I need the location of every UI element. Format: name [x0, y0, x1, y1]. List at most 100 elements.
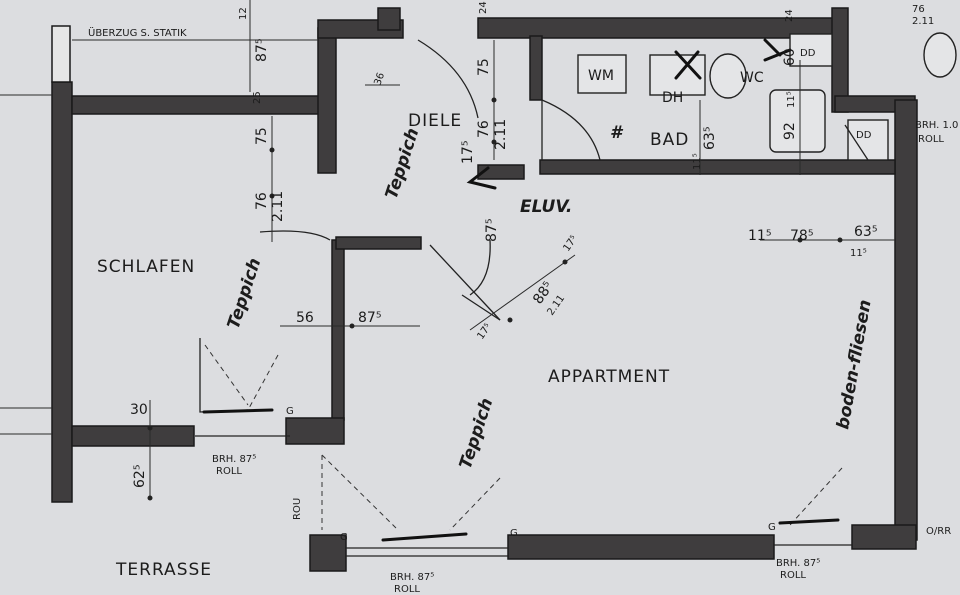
- schlafen-corner-pier: [285, 417, 345, 445]
- dim-dot: [507, 317, 513, 323]
- room-label-schlafen: SCHLAFEN: [97, 257, 195, 277]
- elv-wall: [477, 164, 525, 180]
- note-wm: WM: [588, 68, 614, 84]
- elv-arrow: [466, 166, 497, 190]
- bad-inner-wall: [529, 35, 543, 101]
- dim-label-175-entry: 17⁵: [561, 234, 580, 254]
- dim-label-875-entry: 87⁵: [484, 219, 500, 242]
- note-roll-schlafen: ROLL: [216, 466, 242, 477]
- dim-label-24-diele: 24: [478, 1, 489, 14]
- schlafen-window-pen: [199, 338, 249, 413]
- note-brh-schlafen: BRH. 87⁵: [212, 454, 256, 465]
- schlafen-window-swing: [204, 344, 279, 411]
- note-brh-terrasse: BRH. 87⁵: [390, 572, 434, 583]
- diele-west-wall: [317, 27, 337, 174]
- note-g-2: G: [510, 528, 518, 539]
- dim-label-115-east: 11⁵: [850, 248, 867, 259]
- schlafen-south-wall: [71, 425, 195, 447]
- dim-label-785: 78⁵: [790, 228, 813, 244]
- dim-label-211-schlafen: 2.11: [270, 191, 286, 222]
- dim-label-635-appartment: 63⁵: [854, 224, 877, 240]
- dim-label-115-bad-south: 11⁵: [692, 153, 703, 170]
- note-dd-1: DD: [800, 48, 816, 59]
- dim-label-60: 60: [782, 48, 798, 66]
- appartment-south-wall: [507, 534, 775, 560]
- note-g-1: G: [286, 406, 294, 417]
- appartment-window-bar: [778, 518, 840, 525]
- dim-dot: [147, 425, 153, 431]
- dim-dot: [562, 259, 568, 265]
- schlafen-north-wall: [71, 95, 333, 115]
- note-roll-appartment: ROLL: [780, 570, 806, 581]
- dim-dot: [491, 139, 497, 145]
- flooring-label-appartment: Teppich: [456, 396, 498, 472]
- dim-dot: [147, 495, 153, 501]
- bad-north-wall: [477, 17, 834, 39]
- room-label-appartment: APPARTMENT: [548, 367, 670, 387]
- dim-dot: [269, 147, 275, 153]
- door-swings: [259, 39, 601, 321]
- dim-label-76-schlafen: 76: [254, 192, 270, 210]
- dim-dot: [491, 97, 497, 103]
- dim-label-875-top: 87⁵: [254, 39, 270, 62]
- terrace-window-bar: [381, 532, 468, 542]
- cistern-mark: [763, 38, 792, 62]
- bad-south-wall: [539, 159, 896, 175]
- note-hash: #: [610, 123, 624, 143]
- entry-door-arc: [469, 239, 491, 296]
- washing-machine-outline: [577, 54, 627, 94]
- handwritten-marks: [466, 38, 869, 190]
- note-dd-2: DD: [856, 130, 872, 141]
- dim-label-75-schlafen: 75: [254, 127, 270, 145]
- note-dh: DH: [662, 90, 683, 106]
- appartment-window-swing-1: [449, 477, 501, 531]
- note-g-3: G: [768, 522, 776, 533]
- west-wall-top: [51, 25, 71, 83]
- dim-label-211-east: 2.11: [912, 16, 934, 27]
- note-wc: WC: [740, 70, 764, 86]
- window-swings: [195, 338, 852, 557]
- dimension-labels: 87⁵ 75 76 2.11 75 76 2.11 17⁵ 87⁵ 56 87⁵…: [130, 1, 934, 488]
- dim-label-115-appartment: 11⁵: [748, 228, 771, 244]
- room-label-terrasse: TERRASSE: [115, 560, 212, 580]
- dim-label-625: 62⁵: [132, 465, 148, 488]
- dim-label-115-bad: 11⁵: [786, 91, 797, 108]
- note-rr: O/RR: [926, 526, 951, 537]
- note-elv: ELUV.: [520, 197, 572, 217]
- washbasin-outline: [769, 89, 826, 153]
- neighbour-toilet: [923, 32, 957, 78]
- east-wall: [894, 99, 918, 541]
- toilet-bowl: [709, 53, 747, 99]
- dim-label-875-schlafen: 87⁵: [358, 310, 381, 326]
- dim-label-76-east: 76: [912, 4, 925, 15]
- terrace-door-swing: [321, 454, 397, 530]
- dim-dot: [797, 237, 803, 243]
- dim-label-36: 36: [372, 71, 387, 87]
- room-labels: SCHLAFEN DIELE BAD APPARTMENT TERRASSE: [97, 111, 688, 580]
- flooring-label-diele: Teppich: [382, 126, 424, 202]
- fixtures: [577, 32, 957, 161]
- room-label-diele: DIELE: [408, 111, 462, 131]
- entry-door-leaf: [429, 244, 501, 321]
- dim-label-635-bad: 63⁵: [702, 127, 718, 150]
- shower-cross: [674, 50, 702, 80]
- schlafen-east-wall: [331, 239, 345, 421]
- dim-label-25: 25: [252, 91, 263, 104]
- flooring-label-schlafen: Teppich: [224, 256, 266, 332]
- dim-label-75-diele: 75: [476, 58, 492, 76]
- note-rou: ROU: [292, 498, 303, 520]
- diele-door-arc: [417, 39, 479, 119]
- schlafen-door-arc: [259, 230, 331, 241]
- cistern-box: [789, 33, 833, 67]
- bad-door-arc: [541, 99, 601, 161]
- dim-label-24-bad: 24: [784, 9, 795, 22]
- dim-dot: [349, 323, 355, 329]
- flooring-label-fliesen: boden-fliesen: [833, 298, 875, 431]
- dimension-lines: [0, 0, 895, 501]
- terrace-pier: [309, 534, 347, 572]
- dim-dot: [269, 193, 275, 199]
- diele-return-wall: [335, 236, 422, 250]
- dim-line-7: [469, 254, 576, 331]
- dim-label-92: 92: [782, 122, 798, 140]
